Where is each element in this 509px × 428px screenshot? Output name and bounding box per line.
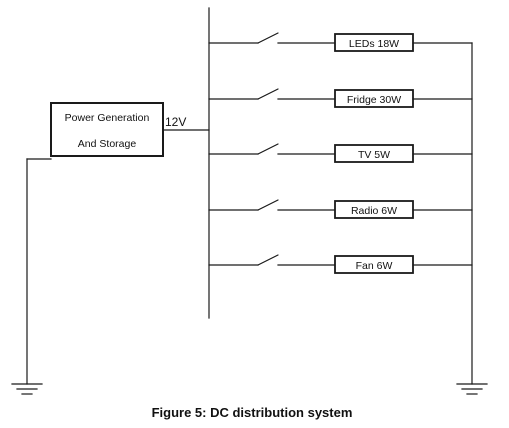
ground-symbol-right — [456, 383, 488, 395]
bus-voltage-label: 12V — [165, 115, 186, 129]
load-label: TV 5W — [358, 149, 390, 161]
power-source-box — [50, 102, 164, 157]
load-branch: LEDs 18W — [208, 32, 473, 52]
switch-contact — [257, 254, 279, 266]
figure-caption: Figure 5: DC distribution system — [152, 405, 353, 420]
load-label: Radio 6W — [351, 205, 397, 217]
load-label: Fridge 30W — [347, 94, 401, 106]
switch-contact — [257, 88, 279, 100]
load-label: LEDs 18W — [349, 38, 399, 50]
load-branch: TV 5W — [208, 143, 473, 163]
power-source-label-line2: And Storage — [78, 138, 137, 150]
power-source-block: Power Generation And Storage — [50, 102, 164, 157]
switch-contact — [257, 143, 279, 155]
switch-contact — [257, 199, 279, 211]
power-source-label-line1: Power Generation — [65, 112, 150, 124]
load-branch: Radio 6W — [208, 199, 473, 219]
load-branch: Fridge 30W — [208, 88, 473, 108]
switch-contact — [257, 32, 279, 44]
load-label: Fan 6W — [356, 260, 393, 272]
load-branch: Fan 6W — [208, 254, 473, 274]
ground-symbol-left — [11, 383, 43, 395]
